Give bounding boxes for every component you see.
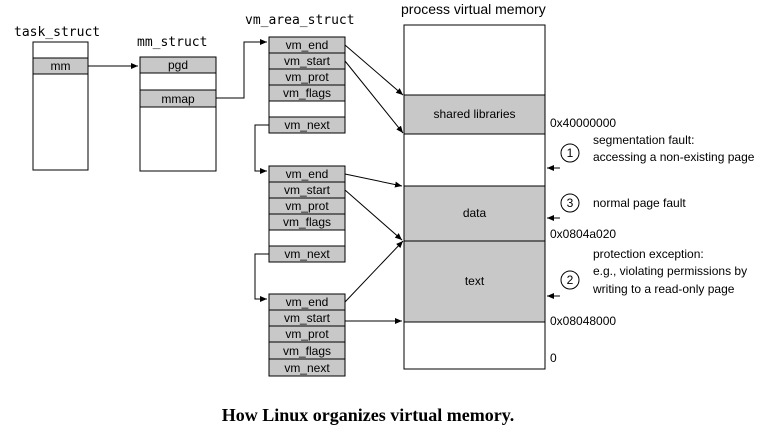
- vm-area-1-vm-next: vm_next: [284, 118, 330, 132]
- vm-area-struct-3: vm_end vm_start vm_prot vm_flags vm_next: [268, 293, 346, 377]
- vm-area-2-vm-start: vm_start: [284, 183, 331, 197]
- vm-area-1-vm-start: vm_start: [284, 54, 331, 68]
- vm-area-2-start-arrow: [344, 189, 403, 241]
- task-struct-mm-label: mm: [51, 59, 71, 73]
- vm-area-1-start-arrow: [344, 60, 404, 134]
- vm-area-2-next-arrow: [254, 253, 269, 302]
- vm-area-struct-1: vm_end vm_start vm_prot vm_flags vm_next: [268, 36, 346, 134]
- data-label: data: [463, 206, 487, 220]
- vm-area-2-vm-flags: vm_flags: [283, 215, 331, 229]
- vm-area-2-vm-next: vm_next: [284, 247, 330, 261]
- task-struct-box: mm: [32, 41, 89, 171]
- fault-1: 1 segmentation fault: accessing a non-ex…: [560, 133, 755, 164]
- vm-area-2-vm-prot: vm_prot: [285, 199, 329, 213]
- vm-area-3-vm-next: vm_next: [284, 361, 330, 375]
- fault-3-text-line-1: normal page fault: [593, 196, 686, 210]
- vm-area-3-end-arrow: [344, 240, 404, 303]
- address-0x08048000: 0x08048000: [550, 314, 616, 328]
- vm-area-2-end-arrow: [344, 173, 403, 188]
- vm-area-2-vm-end: vm_end: [286, 167, 329, 181]
- fault-2-text-line-2: e.g., violating permissions by: [593, 264, 747, 278]
- address-0: 0: [550, 351, 557, 365]
- fault-3-number: 3: [567, 196, 574, 210]
- fault-2-text-line-1: protection exception:: [593, 247, 704, 261]
- vm-area-1-vm-flags: vm_flags: [283, 86, 331, 100]
- fault-1-text-line-2: accessing a non-existing page: [593, 150, 755, 164]
- fault-1-number: 1: [567, 146, 574, 160]
- vm-area-1-end-arrow: [344, 44, 404, 96]
- fault-2: 2 protection exception: e.g., violating …: [560, 247, 747, 296]
- text-label: text: [465, 274, 485, 288]
- shared-libraries-label: shared libraries: [433, 107, 515, 121]
- vm-area-1-next-arrow: [254, 124, 269, 174]
- shared-libraries-region: [403, 94, 546, 135]
- vm-area-3-vm-start: vm_start: [284, 311, 331, 325]
- vm-area-struct-label: vm_area_struct: [245, 13, 355, 28]
- vm-area-3-vm-end: vm_end: [286, 295, 329, 309]
- text-region: [403, 240, 546, 323]
- fault-3-circle: [560, 193, 580, 213]
- process-virtual-memory: shared libraries data text: [403, 24, 546, 370]
- process-virtual-memory-label: process virtual memory: [401, 1, 546, 17]
- fault-2-text-line-3: writing to a read-only page: [592, 282, 735, 296]
- address-0x0804a020: 0x0804a020: [550, 227, 616, 241]
- vm-area-3-vm-prot: vm_prot: [285, 327, 329, 341]
- fault-2-number: 2: [567, 273, 574, 287]
- address-0x40000000: 0x40000000: [550, 116, 616, 130]
- fault-1-circle: [560, 143, 580, 163]
- mm-struct-box: pgd mmap: [139, 56, 217, 172]
- vm-area-struct-2: vm_end vm_start vm_prot vm_flags vm_next: [268, 165, 346, 263]
- vm-area-3-vm-flags: vm_flags: [283, 344, 331, 358]
- fault-1-text-line-1: segmentation fault:: [593, 133, 694, 147]
- task-struct-label: task_struct: [14, 25, 100, 40]
- mm-struct-pgd-label: pgd: [168, 58, 188, 72]
- mm-struct-label: mm_struct: [137, 35, 207, 50]
- mm-struct-pgd-field: [139, 56, 217, 74]
- figure-caption: How Linux organizes virtual memory.: [222, 405, 514, 425]
- fault-2-circle: [560, 270, 580, 290]
- vm-area-1-vm-prot: vm_prot: [285, 70, 329, 84]
- mm-struct-mmap-label: mmap: [161, 92, 195, 106]
- fault-3: 3 normal page fault: [560, 193, 686, 213]
- mmap-pointer-arrow: [216, 39, 267, 99]
- vm-area-1-vm-end: vm_end: [286, 38, 329, 52]
